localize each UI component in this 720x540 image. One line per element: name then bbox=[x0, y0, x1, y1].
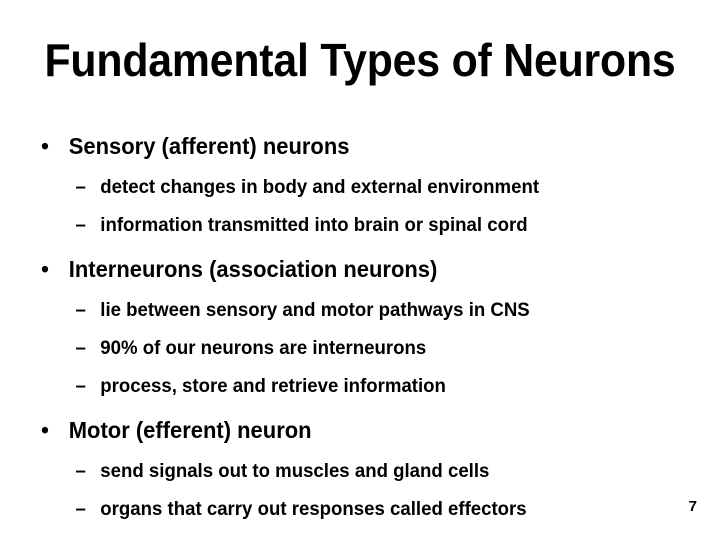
bullet-level2-label: lie between sensory and motor pathways i… bbox=[100, 299, 530, 321]
bullet-level2-label: detect changes in body and external envi… bbox=[100, 176, 540, 198]
bullet-list: • Sensory (afferent) neurons – detect ch… bbox=[0, 131, 720, 532]
bullet-dash-icon: – bbox=[75, 375, 86, 397]
bullet-dash-icon: – bbox=[75, 460, 86, 482]
bullet-item-level1: • Sensory (afferent) neurons bbox=[0, 131, 688, 172]
bullet-dash-icon: – bbox=[75, 176, 86, 198]
bullet-level1-label: Motor (efferent) neuron bbox=[68, 417, 312, 443]
bullet-level2-label: organs that carry out responses called e… bbox=[100, 498, 527, 520]
bullet-level2-label: 90% of our neurons are interneurons bbox=[100, 337, 427, 359]
bullet-level2-label: process, store and retrieve information bbox=[100, 375, 446, 397]
bullet-item-level1: • Motor (efferent) neuron bbox=[0, 415, 688, 456]
page-title: Fundamental Types of Neurons bbox=[44, 34, 676, 86]
bullet-dot-icon: • bbox=[41, 256, 49, 282]
bullet-group-sensory: • Sensory (afferent) neurons – detect ch… bbox=[0, 131, 720, 248]
bullet-item-level2: – detect changes in body and external en… bbox=[0, 172, 688, 210]
bullet-group-interneurons: • Interneurons (association neurons) – l… bbox=[0, 254, 720, 409]
bullet-dash-icon: – bbox=[75, 214, 86, 236]
bullet-group-motor: • Motor (efferent) neuron – send signals… bbox=[0, 415, 720, 532]
bullet-level2-label: send signals out to muscles and gland ce… bbox=[100, 460, 490, 482]
bullet-item-level2: – information transmitted into brain or … bbox=[0, 210, 688, 248]
page-number: 7 bbox=[688, 498, 697, 515]
bullet-dash-icon: – bbox=[75, 337, 86, 359]
bullet-dot-icon: • bbox=[41, 417, 49, 443]
bullet-dot-icon: • bbox=[41, 133, 49, 159]
bullet-item-level2: – organs that carry out responses called… bbox=[0, 494, 688, 532]
bullet-dash-icon: – bbox=[75, 299, 86, 321]
bullet-level2-label: information transmitted into brain or sp… bbox=[100, 214, 528, 236]
bullet-level1-label: Sensory (afferent) neurons bbox=[68, 133, 350, 159]
bullet-dash-icon: – bbox=[75, 498, 86, 520]
bullet-level1-label: Interneurons (association neurons) bbox=[68, 256, 438, 282]
bullet-item-level1: • Interneurons (association neurons) bbox=[0, 254, 688, 295]
bullet-item-level2: – send signals out to muscles and gland … bbox=[0, 456, 688, 494]
bullet-item-level2: – 90% of our neurons are interneurons bbox=[0, 333, 688, 371]
bullet-item-level2: – lie between sensory and motor pathways… bbox=[0, 295, 688, 333]
bullet-item-level2: – process, store and retrieve informatio… bbox=[0, 371, 688, 409]
